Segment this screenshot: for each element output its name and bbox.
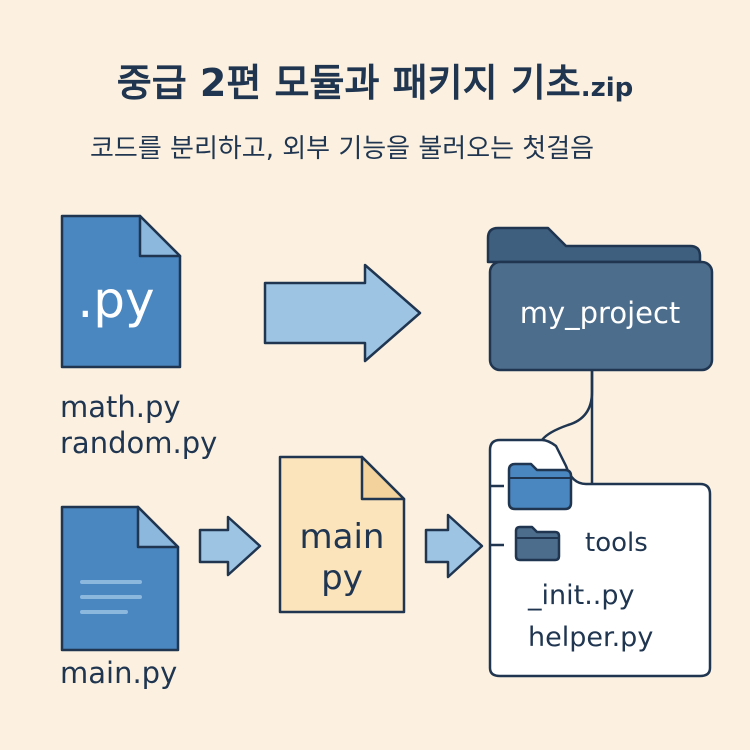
- page-title: 중급 2편 모듈과 패키지 기초.zip: [0, 52, 750, 107]
- arrow-right-icon: [424, 513, 484, 579]
- page-subtitle: 코드를 분리하고, 외부 기능을 불러오는 첫걸음: [90, 134, 595, 164]
- file-name-main: main.py: [60, 656, 178, 690]
- center-file-line1: main: [300, 517, 385, 557]
- python-file-icon: [60, 214, 182, 369]
- tree-file-helper: helper.py: [528, 622, 654, 653]
- title-main: 중급 2편 모듈과 패키지 기초: [116, 61, 581, 105]
- project-folder-icon: [486, 226, 714, 372]
- tree-connector: [541, 370, 594, 484]
- text-file-icon: [60, 505, 180, 652]
- tools-folder-icon: [514, 525, 561, 562]
- center-file-icon: [278, 455, 406, 614]
- arrow-right-icon: [263, 263, 422, 363]
- project-folder-name: my_project: [520, 296, 681, 330]
- tree-file-init: _init..py: [528, 580, 635, 611]
- file-name-math: math.py: [60, 390, 181, 424]
- folder-icon: [507, 462, 573, 511]
- center-file-line2: py: [321, 558, 363, 598]
- tree-folder-label: tools: [585, 528, 648, 558]
- title-extension: .zip: [580, 73, 634, 103]
- tree-branches: [490, 484, 504, 547]
- arrow-right-icon: [198, 515, 262, 577]
- file-name-random: random.py: [60, 426, 218, 460]
- python-file-badge: .py: [77, 271, 154, 329]
